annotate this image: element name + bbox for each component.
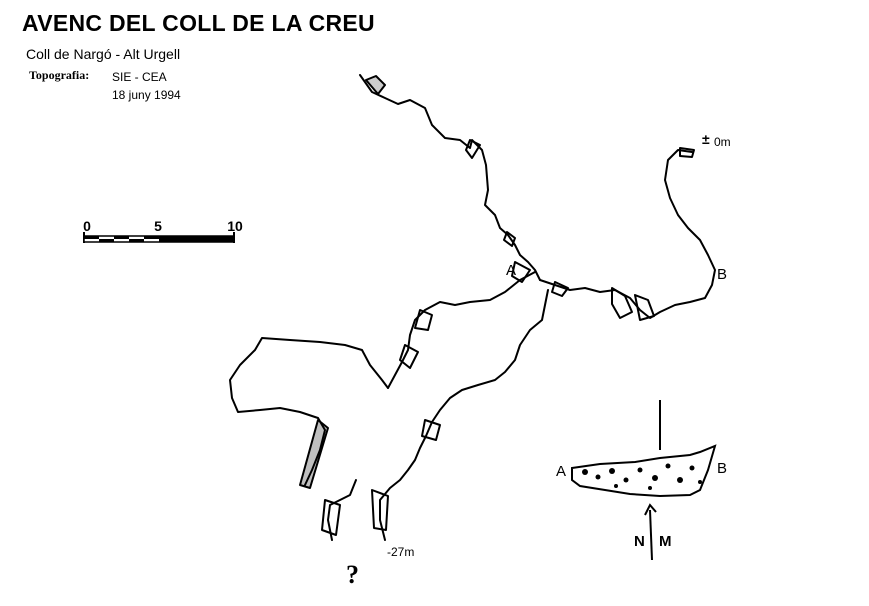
unknown-continuation-marker: ?: [346, 560, 359, 589]
bottom-depth-label: -27m: [387, 545, 415, 559]
passage-upper-left: [359, 74, 541, 281]
section-label-b: B: [717, 266, 728, 283]
topography-date: 18 juny 1994: [112, 88, 181, 102]
compass-label-n: N: [634, 533, 645, 550]
cross-section-label-a: A: [556, 463, 567, 480]
chamber-left: [229, 337, 389, 486]
scale-bar: 0 5 10: [82, 218, 243, 248]
section-label-a: A: [506, 262, 517, 279]
location-text: Coll de Nargó - Alt Urgell: [26, 46, 181, 62]
scale-tick-0: 0: [83, 218, 91, 234]
topography-label: Topografia:: [29, 68, 90, 82]
compass-needle: [644, 503, 657, 561]
scale-tick-10: 10: [227, 218, 243, 234]
cross-section-label-b: B: [717, 460, 728, 477]
entrance-depth-label: 0m: [714, 135, 731, 149]
topography-team: SIE - CEA: [112, 70, 167, 84]
scale-tick-5: 5: [154, 218, 162, 234]
compass-label-m: M: [659, 533, 672, 550]
cross-section-graphic: [571, 400, 717, 498]
entrance-symbol: ±: [702, 131, 710, 147]
page-title: AVENC DEL COLL DE LA CREU: [22, 10, 375, 36]
passage-central: [379, 289, 549, 541]
passage-right: [539, 149, 716, 319]
passage-left-branch: [387, 271, 536, 389]
scale-bar-graphic: [83, 232, 235, 243]
